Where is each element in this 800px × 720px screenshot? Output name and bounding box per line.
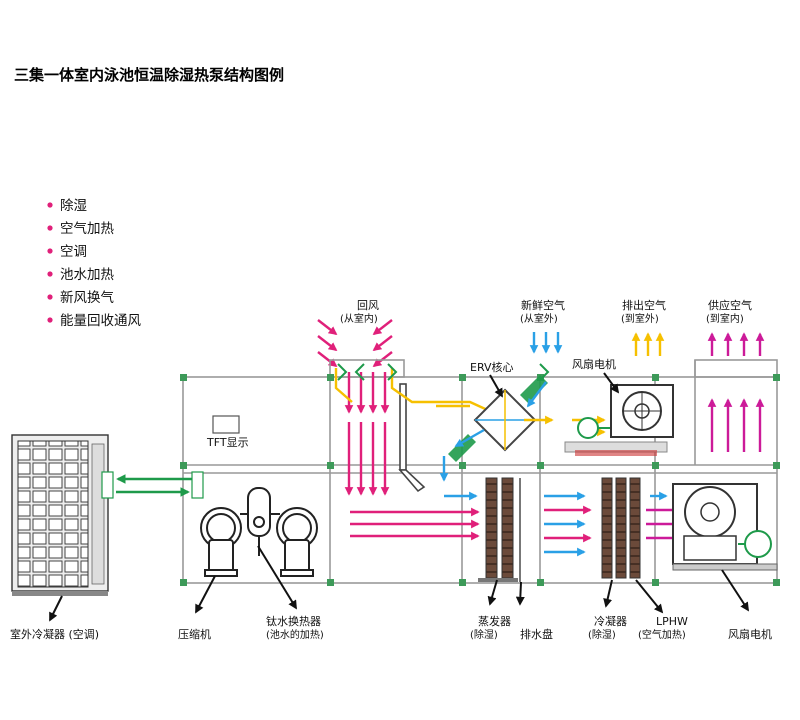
exhaust-motor <box>577 417 610 439</box>
label-lphw-sub: (空气加热) <box>638 628 686 641</box>
label-tft-display: TFT显示 <box>206 436 249 449</box>
label-evaporator-sub: (除湿) <box>470 628 498 641</box>
energy-recovery-path <box>334 368 507 420</box>
label-condenser: 冷凝器 <box>594 614 627 628</box>
label-titanium-exchanger-sub: (池水的加热) <box>266 628 324 641</box>
label-evaporator: 蒸发器 <box>478 614 511 628</box>
legend-bullet <box>47 294 53 300</box>
refrigerant-lines <box>116 474 192 497</box>
arrow <box>454 428 485 448</box>
supply-motor <box>738 530 772 558</box>
fresh-air-arrows <box>529 332 563 354</box>
arrow <box>390 368 507 420</box>
label-compressor: 压缩机 <box>178 627 211 641</box>
label-return-air-sub: (从室内) <box>340 312 378 325</box>
condenser-coil <box>601 477 613 579</box>
label-titanium-exchanger: 钛水换热器 <box>266 614 321 628</box>
page-title: 三集一体室内泳池恒温除湿热泵结构图例 <box>14 66 284 84</box>
label-exhaust-air-sub: (到室外) <box>621 312 659 325</box>
pointer-erv <box>489 374 503 398</box>
pointer-fan-top <box>603 372 620 394</box>
legend-bullet <box>47 202 53 208</box>
drain-pan <box>478 578 518 582</box>
pointer-evaporator <box>487 579 498 606</box>
label-erv-core: ERV核心 <box>470 360 514 374</box>
lphw-coil <box>629 477 641 579</box>
legend-bullet <box>47 317 53 323</box>
condenser-coil <box>615 477 627 579</box>
legend-bullet <box>47 225 53 231</box>
label-drain-pan: 排水盘 <box>520 627 553 641</box>
supply-air-flow <box>707 398 765 452</box>
outdoor-condenser-unit <box>11 434 114 596</box>
label-outdoor-condenser: 室外冷凝器 (空调) <box>10 627 99 641</box>
pointer-condenser-outdoor <box>49 595 63 622</box>
label-fan-motor-bottom: 风扇电机 <box>728 627 772 641</box>
return-air-flow <box>344 372 480 541</box>
exhaust-air-arrows <box>631 332 665 356</box>
return-air-arrows <box>317 319 393 368</box>
legend-item: 除湿 <box>60 198 87 214</box>
arrow <box>317 351 338 368</box>
label-fresh-air: 新鲜空气 <box>521 298 565 312</box>
erv-core <box>448 375 548 462</box>
label-return-air: 回风 <box>357 299 379 312</box>
bottom-pointers <box>49 545 749 622</box>
tft-display-screen <box>212 415 240 434</box>
legend-item: 空调 <box>60 244 87 260</box>
supply-air-arrows <box>707 332 765 356</box>
arrow <box>317 335 338 352</box>
pointer-fan-bottom <box>721 569 749 612</box>
titanium-heat-exchanger <box>240 487 280 556</box>
arrow <box>317 319 338 336</box>
return-duct <box>329 359 405 378</box>
pointer-condenser <box>603 579 613 608</box>
legend-item: 空气加热 <box>60 221 114 237</box>
legend-bullet <box>47 271 53 277</box>
pointer-compressor <box>195 575 216 614</box>
arrow <box>372 319 393 336</box>
pointer-lphw <box>635 579 664 614</box>
arrow <box>372 351 393 368</box>
label-supply-air-sub: (到室内) <box>706 312 744 325</box>
label-lphw: LPHW <box>656 615 688 628</box>
evaporator-coil <box>485 477 498 579</box>
pointer-drain <box>515 581 525 606</box>
label-supply-air: 供应空气 <box>708 298 752 312</box>
dehumidify-flow <box>544 505 592 543</box>
supply-duct <box>694 359 778 378</box>
compressor <box>200 507 318 577</box>
main-unit-frame <box>182 359 778 584</box>
fresh-air-flow <box>439 381 668 557</box>
refrigerant-port <box>191 471 204 499</box>
refrigerant-port <box>101 471 114 499</box>
legend-item: 能量回收通风 <box>60 313 141 329</box>
pointer-titanium <box>257 545 297 610</box>
label-exhaust-air: 排出空气 <box>622 298 666 312</box>
inlet-louvres <box>337 363 550 381</box>
legend-item: 池水加热 <box>60 267 114 283</box>
legend-bullet <box>47 248 53 254</box>
damper <box>398 383 426 493</box>
label-condenser-sub: (除湿) <box>588 628 616 641</box>
evaporator-coil <box>501 477 514 579</box>
arrow <box>372 335 393 352</box>
supply-fan <box>672 483 778 571</box>
legend: 除湿 空气加热 空调 池水加热 新风换气 能量回收通风 <box>47 198 141 329</box>
label-fan-motor-top: 风扇电机 <box>572 357 616 371</box>
exhaust-fan <box>564 384 674 456</box>
label-fresh-air-sub: (从室外) <box>520 312 558 325</box>
legend-item: 新风换气 <box>60 290 114 306</box>
arrow <box>526 381 547 408</box>
